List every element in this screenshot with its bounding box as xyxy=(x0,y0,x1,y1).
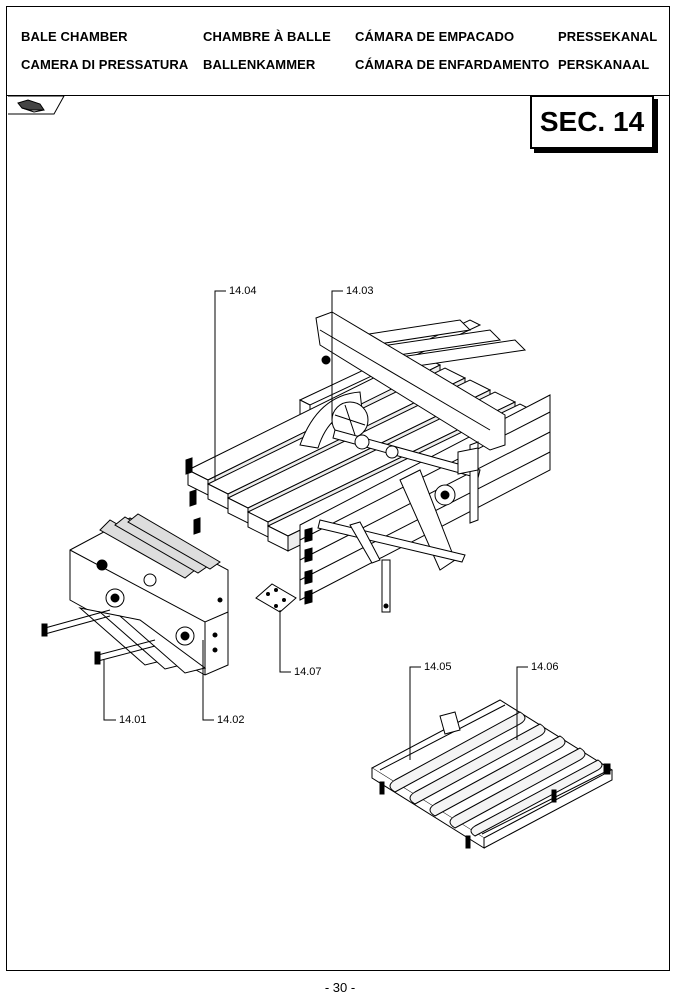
book-hand-icon xyxy=(8,95,65,115)
title-fr: CHAMBRE À BALLE xyxy=(203,29,331,44)
knotter-assembly xyxy=(41,513,229,676)
section-label: SEC. 14 xyxy=(530,95,654,149)
title-es: CÁMARA DE EMPACADO xyxy=(355,29,515,44)
upper-frame-arm xyxy=(299,311,506,613)
title-es-alt: CÁMARA DE ENFARDAMENTO xyxy=(355,57,550,72)
callout-leaders xyxy=(103,290,528,760)
callout-14-01: 14.01 xyxy=(119,714,147,726)
title-de-alt: BALLENKAMMER xyxy=(203,57,316,72)
callout-14-06: 14.06 xyxy=(531,661,559,673)
title-nl: PERSKANAAL xyxy=(558,57,650,72)
page-number: - 30 - xyxy=(324,980,356,995)
title-de: PRESSEKANAL xyxy=(558,29,658,44)
title-en: BALE CHAMBER xyxy=(21,29,128,44)
callout-14-07: 14.07 xyxy=(294,666,322,678)
title-it: CAMERA DI PRESSATURA xyxy=(21,57,189,72)
callout-14-02: 14.02 xyxy=(217,714,245,726)
mounting-plate xyxy=(255,583,297,613)
callout-14-03: 14.03 xyxy=(346,285,374,297)
roller-table xyxy=(371,699,613,849)
callout-14-05: 14.05 xyxy=(424,661,452,673)
header-divider xyxy=(7,95,669,96)
page-frame: BALE CHAMBER CHAMBRE À BALLE CÁMARA DE E… xyxy=(6,6,670,971)
callout-14-04: 14.04 xyxy=(229,285,257,297)
